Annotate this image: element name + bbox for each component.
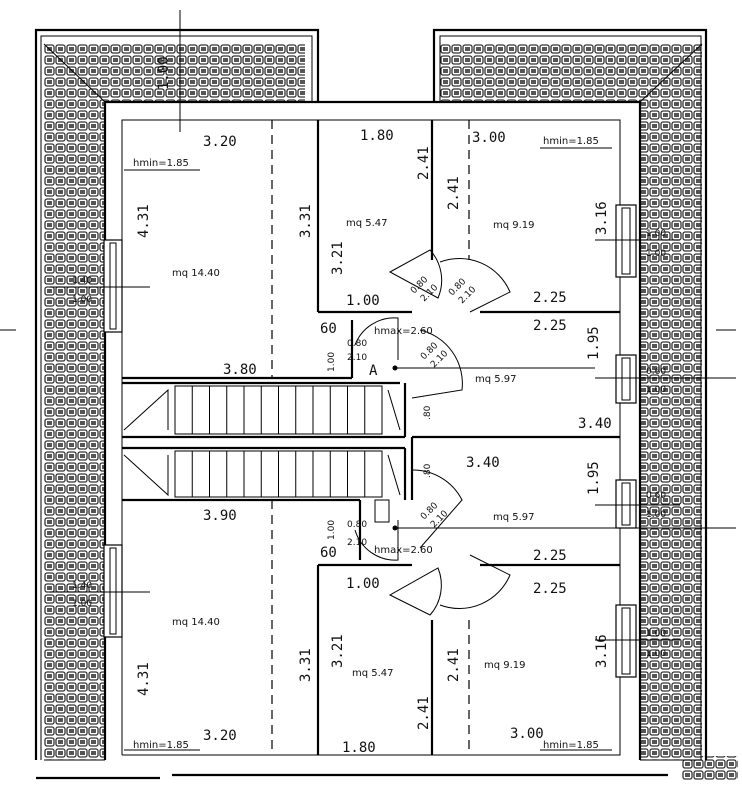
dim-1-00-stair-bottom: 1.00 xyxy=(327,520,337,540)
area-5-97-bottom: mq 5.97 xyxy=(493,512,535,523)
dim-3-16-bottom: 3.16 xyxy=(594,634,610,668)
walls xyxy=(103,100,642,760)
dim-1-00-bottom: 1.00 xyxy=(346,576,380,592)
window-left-upper xyxy=(103,239,123,333)
area-14-40-top: mq 14.40 xyxy=(172,268,220,279)
dim-4-31-bottom: 4.31 xyxy=(136,662,152,696)
dim-1-80-bottom: 1.80 xyxy=(342,740,376,756)
dim-3-31-top: 3.31 xyxy=(298,204,314,238)
area-5-47-bottom: mq 5.47 xyxy=(352,668,394,679)
dim-2-41-c: 2.41 xyxy=(446,648,462,682)
dim-3-00-top: 3.00 xyxy=(472,130,506,146)
dim-2-25-b: 2.25 xyxy=(533,318,567,334)
win-1-00-r2: 1.00 xyxy=(646,385,666,395)
area-14-40-bottom: mq 14.40 xyxy=(172,617,220,628)
dim-1-00-mid: 1.00 xyxy=(346,293,380,309)
dim-1-00-ridge: 1.00 xyxy=(156,56,172,90)
win-0-60-r3: 0.60 xyxy=(646,491,666,501)
dim-2-10-top: 2.10 xyxy=(347,353,367,363)
window-right-2 xyxy=(615,354,637,404)
hmin-bottom-right: hmin=1.85 xyxy=(543,740,599,751)
area-9-19-bottom: mq 9.19 xyxy=(484,660,526,671)
roof-hatch-top-left xyxy=(44,44,305,760)
dim-2-25-a: 2.25 xyxy=(533,290,567,306)
staircase xyxy=(123,385,401,498)
dim-3-40-bottom: 3.40 xyxy=(466,455,500,471)
dim-3-21-bottom: 3.21 xyxy=(330,634,346,668)
dim-60-bottom: 60 xyxy=(320,545,337,561)
win-1-40-top: 1.40 xyxy=(72,276,92,286)
dim-3-90: 3.90 xyxy=(203,508,237,524)
win-1-00-r1b: 1.00 xyxy=(646,249,666,259)
roof-ridge-lines xyxy=(271,120,470,755)
win-1-00-bottom: 1.00 xyxy=(72,599,92,609)
dim-3-21-top: 3.21 xyxy=(330,241,346,275)
window-right-4 xyxy=(615,604,637,678)
area-5-97-top: mq 5.97 xyxy=(475,374,517,385)
dim-2-41-a: 2.41 xyxy=(416,146,432,180)
dim-2-10-bottom: 2.10 xyxy=(347,538,367,548)
win-1-00-r1a: 1.00 xyxy=(646,229,666,239)
leader-lines xyxy=(0,10,736,751)
dim-80-bottom: .80 xyxy=(423,463,433,478)
win-1-00-r4b: 1.00 xyxy=(646,649,666,659)
hmax-top: hmax=2.60 xyxy=(374,326,433,337)
win-1-00-r4a: 1.00 xyxy=(646,629,666,639)
dim-60-top: 60 xyxy=(320,321,337,337)
labels: 1.00 3.20 1.80 3.00 hmin=1.85 hmin=1.85 … xyxy=(72,56,666,756)
win-1-00-r3: 1.00 xyxy=(646,510,666,520)
dim-3-80: 3.80 xyxy=(223,362,257,378)
window-right-3 xyxy=(615,479,637,529)
doors xyxy=(354,249,511,616)
hmax-bottom: hmax=2.60 xyxy=(374,545,433,556)
win-1-40-bottom: 1.40 xyxy=(72,581,92,591)
hmin-top-right: hmin=1.85 xyxy=(543,136,599,147)
dim-2-25-c: 2.25 xyxy=(533,548,567,564)
hmin-bottom-left: hmin=1.85 xyxy=(133,740,189,751)
dim-80-top: .80 xyxy=(423,405,433,420)
dim-3-31-bottom: 3.31 xyxy=(298,648,314,682)
dim-3-16-top: 3.16 xyxy=(594,201,610,235)
hmin-top-left: hmin=1.85 xyxy=(133,158,189,169)
dim-3-20-top: 3.20 xyxy=(203,134,237,150)
dim-0-80-bottom: 0.80 xyxy=(347,520,367,530)
dim-2-25-d: 2.25 xyxy=(533,581,567,597)
dim-2-41-d: 2.41 xyxy=(416,696,432,730)
dim-4-31-top: 4.31 xyxy=(136,204,152,238)
dim-2-41-b: 2.41 xyxy=(446,176,462,210)
dim-1-80-top: 1.80 xyxy=(360,128,394,144)
window-right-1 xyxy=(615,204,637,278)
dim-1-95-b: 1.95 xyxy=(586,461,602,495)
area-5-47-top: mq 5.47 xyxy=(346,218,388,229)
dim-0-80-top: 0.80 xyxy=(347,339,367,349)
roof-hatch-top-right xyxy=(440,44,702,760)
dim-3-00-bottom: 3.00 xyxy=(510,726,544,742)
win-1-00-top: 1.00 xyxy=(72,295,92,305)
win-0-60-r2: 0.60 xyxy=(646,367,666,377)
dim-1-95-a: 1.95 xyxy=(586,326,602,360)
roof-outline xyxy=(34,28,708,780)
dim-1-00-stair-top: 1.00 xyxy=(327,352,337,372)
dim-3-40-top: 3.40 xyxy=(578,416,612,432)
section-label-a: A xyxy=(369,363,378,379)
window-left-lower xyxy=(103,544,123,638)
area-9-19-top: mq 9.19 xyxy=(493,220,535,231)
windows xyxy=(103,204,637,678)
dim-3-20-bottom: 3.20 xyxy=(203,728,237,744)
